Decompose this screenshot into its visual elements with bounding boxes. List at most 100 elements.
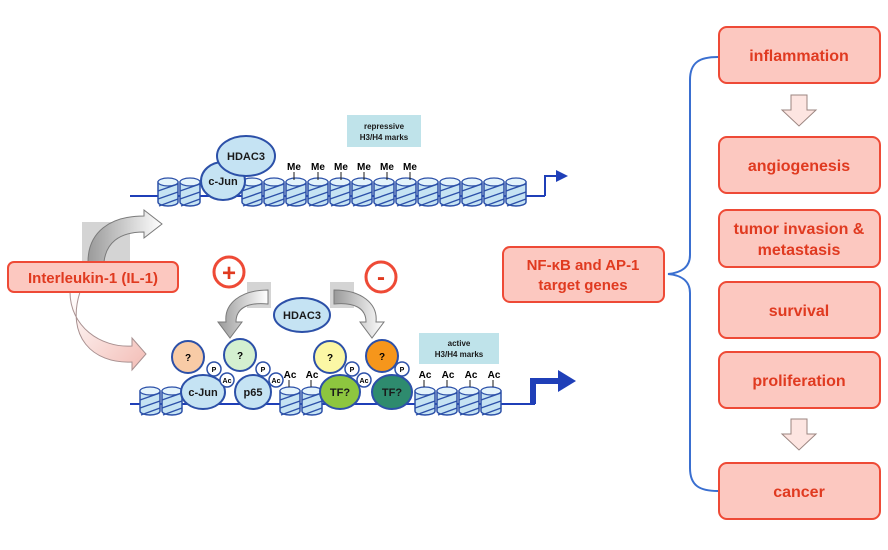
- top-nucleosome: [417, 177, 439, 207]
- bottom-transcription-arrow: [530, 378, 561, 404]
- tf2-label: TF?: [382, 387, 402, 399]
- top-nucleosome: [157, 177, 179, 207]
- il1-arrows: [69, 208, 163, 372]
- ac-mark-label: Ac: [419, 370, 432, 381]
- curved-arrow-left-icon: [217, 289, 269, 339]
- grouping-brace: [667, 56, 719, 492]
- bottom-nucleosome: [301, 386, 323, 416]
- ac-mark-label: Ac: [488, 370, 501, 381]
- minus-label: -: [377, 264, 385, 291]
- target-genes-line1: NF-κB and AP-1: [527, 257, 640, 274]
- p65-label: p65: [244, 387, 263, 399]
- outcome-proliferation: proliferation: [752, 373, 845, 390]
- ac-mark-stems: [288, 380, 494, 387]
- ac-mark-label: Ac: [284, 370, 297, 381]
- acetyl-marker: [356, 372, 372, 388]
- top-nucleosome: [395, 177, 417, 207]
- phospho-label: P: [400, 367, 405, 374]
- cofactor-unknown-2: [223, 338, 257, 372]
- phospho-marker: [394, 361, 410, 377]
- bottom-arrowhead-icon: [558, 370, 576, 392]
- top-nucleosome: [179, 177, 201, 207]
- plus-icon: [212, 255, 246, 289]
- repressive-marks-line2: H3/H4 marks: [360, 133, 409, 142]
- top-strand: c-Jun HDAC3 Me Me Me Me Me Me repressive…: [130, 115, 568, 207]
- me-mark-label: Me: [403, 162, 417, 173]
- bottom-hdac3-label: HDAC3: [283, 310, 321, 322]
- top-nucleosome: [461, 177, 483, 207]
- tf1-label: TF?: [330, 387, 350, 399]
- top-hdac3-protein: [216, 135, 276, 177]
- bottom-nucleosome: [139, 386, 161, 416]
- phospho-marker: [206, 361, 222, 377]
- bottom-nucleosome: [161, 386, 183, 416]
- cofactor-unknown-4: [365, 339, 399, 373]
- repressive-marks-line1: repressive: [364, 122, 405, 131]
- top-nucleosome: [373, 177, 395, 207]
- outcome-invasion-line2: metastasis: [758, 242, 841, 259]
- acetyl-marker: [219, 372, 235, 388]
- outcome-box-survival: [718, 281, 881, 339]
- outcome-box-invasion: [718, 209, 881, 268]
- cofactor-unknown-1: [171, 340, 205, 374]
- minus-icon: [364, 260, 398, 294]
- ac-mark-label: Ac: [306, 370, 319, 381]
- down-arrow-icon: [780, 94, 818, 127]
- top-nucleosome: [307, 177, 329, 207]
- outcome-angiogenesis: angiogenesis: [748, 158, 850, 175]
- tf2-protein: [371, 374, 413, 410]
- gray-curved-arrow-icon: [87, 208, 163, 263]
- me-mark-label: Me: [311, 162, 325, 173]
- ac-mark-label: Ac: [465, 370, 478, 381]
- acetyl-marker: [268, 372, 284, 388]
- acetyl-label: Ac: [223, 378, 232, 385]
- outcome-box-inflammation: [718, 26, 881, 84]
- phospho-label: P: [261, 367, 266, 374]
- outcome-invasion-line1: tumor invasion &: [734, 221, 865, 238]
- acetyl-label: Ac: [272, 378, 281, 385]
- phospho-label: P: [212, 367, 217, 374]
- top-nucleosome: [505, 177, 527, 207]
- cofactor-unknown-3: [313, 340, 347, 374]
- bottom-nucleosome: [279, 386, 301, 416]
- outcome-cancer: cancer: [773, 484, 825, 501]
- top-nucleosome: [285, 177, 307, 207]
- top-me-marks: [293, 172, 411, 180]
- bottom-cjun-label: c-Jun: [188, 387, 218, 399]
- acetyl-label: Ac: [360, 378, 369, 385]
- outcome-box-angiogenesis: [718, 136, 881, 194]
- bottom-nucleosome: [480, 386, 502, 416]
- target-genes-line2: target genes: [538, 277, 627, 294]
- active-marks-line1: active: [448, 339, 471, 348]
- cofactor-q-label: ?: [185, 353, 191, 364]
- outcomes-column: inflammation angiogenesis tumor invasion…: [718, 26, 881, 520]
- top-nucleosome: [263, 177, 285, 207]
- me-mark-label: Me: [334, 162, 348, 173]
- active-marks-line2: H3/H4 marks: [435, 350, 484, 359]
- me-mark-label: Me: [357, 162, 371, 173]
- bottom-nucleosome: [436, 386, 458, 416]
- phospho-label: P: [350, 367, 355, 374]
- top-transcription-arrow: [544, 170, 568, 196]
- bottom-cjun-protein: [180, 374, 226, 410]
- down-arrow-icon: [780, 418, 818, 451]
- cofactor-q-label: ?: [379, 352, 385, 363]
- il1-label: Interleukin-1 (IL-1): [28, 270, 158, 287]
- bottom-strand: + - HDAC3 ? ? ? ? c-Jun p65 TF? TF? P Ac: [130, 255, 576, 416]
- top-hdac3-label: HDAC3: [227, 151, 265, 163]
- bottom-hdac3-protein: [273, 297, 331, 333]
- p65-protein: [234, 374, 272, 410]
- outcome-inflammation: inflammation: [749, 48, 849, 65]
- top-nucleosome: [351, 177, 373, 207]
- cofactor-q-label: ?: [237, 351, 243, 362]
- outcome-box-proliferation: [718, 351, 881, 409]
- outcome-survival: survival: [769, 303, 829, 320]
- me-mark-label: Me: [380, 162, 394, 173]
- top-cjun-label: c-Jun: [208, 176, 238, 188]
- pink-curved-arrow-icon: [69, 291, 147, 372]
- bottom-nucleosome: [414, 386, 436, 416]
- target-genes-box: [502, 246, 665, 303]
- bottom-nucleosome: [458, 386, 480, 416]
- phospho-marker: [255, 361, 271, 377]
